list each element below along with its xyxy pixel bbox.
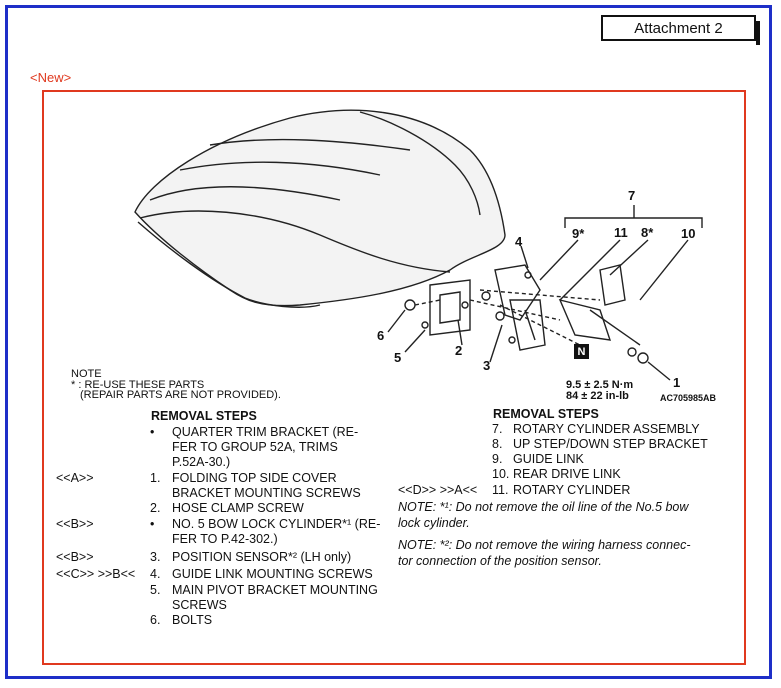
- left-step-text: QUARTER TRIM BRACKET (RE-: [172, 425, 359, 439]
- left-step-ref: <<A>>: [56, 471, 94, 485]
- left-step-text: MAIN PIVOT BRACKET MOUNTING: [172, 583, 378, 597]
- left-step-num: 6.: [150, 613, 161, 627]
- new-tag: <New>: [30, 70, 72, 85]
- left-step-text: P.52A-30.): [172, 455, 231, 469]
- note-oil-line-2: lock cylinder.: [398, 516, 470, 530]
- left-step-text: NO. 5 BOW LOCK CYLINDER*¹ (RE-: [172, 517, 381, 531]
- left-step-text: FER TO GROUP 52A, TRIMS: [172, 440, 338, 454]
- callout-1: 1: [673, 375, 681, 390]
- callout-11: 11: [614, 225, 628, 240]
- callout-7: 7: [628, 188, 636, 203]
- callout-4: 4: [515, 234, 523, 249]
- right-step-ref: <<D>> >>A<<: [398, 483, 478, 497]
- note-line-1: * : RE-USE THESE PARTS: [71, 379, 205, 391]
- right-step-num: 7.: [492, 422, 503, 436]
- note-line-2: (REPAIR PARTS ARE NOT PROVIDED).: [80, 389, 281, 401]
- torque-nm: 9.5 ± 2.5 N·m: [566, 379, 634, 391]
- left-step-text: GUIDE LINK MOUNTING SCREWS: [172, 567, 373, 581]
- left-step-text: FER TO P.42-302.): [172, 532, 278, 546]
- left-step-num: 1.: [150, 471, 161, 485]
- left-step-num: 4.: [150, 567, 161, 581]
- callout-6: 6: [377, 328, 385, 343]
- callout-9: 9*: [572, 226, 585, 241]
- callout-8: 8*: [641, 225, 654, 240]
- callout-5: 5: [394, 350, 402, 365]
- right-steps-heading: REMOVAL STEPS: [493, 407, 599, 421]
- right-step-num: 9.: [492, 452, 503, 466]
- left-step-ref: <<C>> >>B<<: [56, 567, 136, 581]
- left-step-num: •: [150, 425, 155, 439]
- left-step-num: 3.: [150, 550, 161, 564]
- callout-3: 3: [483, 358, 491, 373]
- left-step-text: HOSE CLAMP SCREW: [172, 501, 304, 515]
- left-step-text: FOLDING TOP SIDE COVER: [172, 471, 337, 485]
- right-step-text: ROTARY CYLINDER: [513, 483, 631, 497]
- right-step-num: 11.: [492, 483, 509, 497]
- left-step-num: •: [150, 517, 155, 531]
- note-harness-line-1: NOTE: *²: Do not remove the wiring harne…: [398, 538, 691, 552]
- content-frame: [42, 90, 746, 665]
- left-step-ref: <<B>>: [56, 550, 94, 564]
- left-step-num: 5.: [150, 583, 161, 597]
- left-step-num: 2.: [150, 501, 161, 515]
- right-step-num: 10.: [492, 467, 510, 481]
- left-step-ref: <<B>>: [56, 517, 94, 531]
- callout-10: 10: [681, 226, 696, 241]
- left-step-text: BOLTS: [172, 613, 213, 627]
- page-border: [5, 5, 772, 679]
- left-step-text: POSITION SENSOR*² (LH only): [172, 550, 352, 564]
- note-title: NOTE: [71, 368, 102, 380]
- left-steps-heading: REMOVAL STEPS: [151, 409, 257, 423]
- note-oil-line-1: NOTE: *¹: Do not remove the oil line of …: [398, 500, 689, 514]
- attachment-label: Attachment 2: [601, 15, 760, 45]
- n-marker: N: [574, 344, 589, 359]
- right-step-text: UP STEP/DOWN STEP BRACKET: [513, 437, 708, 451]
- callout-2: 2: [455, 343, 463, 358]
- right-step-text: ROTARY CYLINDER ASSEMBLY: [513, 422, 700, 436]
- figure-code: AC705985AB: [660, 393, 717, 403]
- note-harness-line-2: tor connection of the position sensor.: [398, 554, 602, 568]
- left-step-text: BRACKET MOUNTING SCREWS: [172, 486, 361, 500]
- right-step-text: REAR DRIVE LINK: [513, 467, 621, 481]
- left-step-text: SCREWS: [172, 598, 227, 612]
- right-step-num: 8.: [492, 437, 503, 451]
- right-step-text: GUIDE LINK: [513, 452, 584, 466]
- torque-inlb: 84 ± 22 in-lb: [566, 390, 629, 402]
